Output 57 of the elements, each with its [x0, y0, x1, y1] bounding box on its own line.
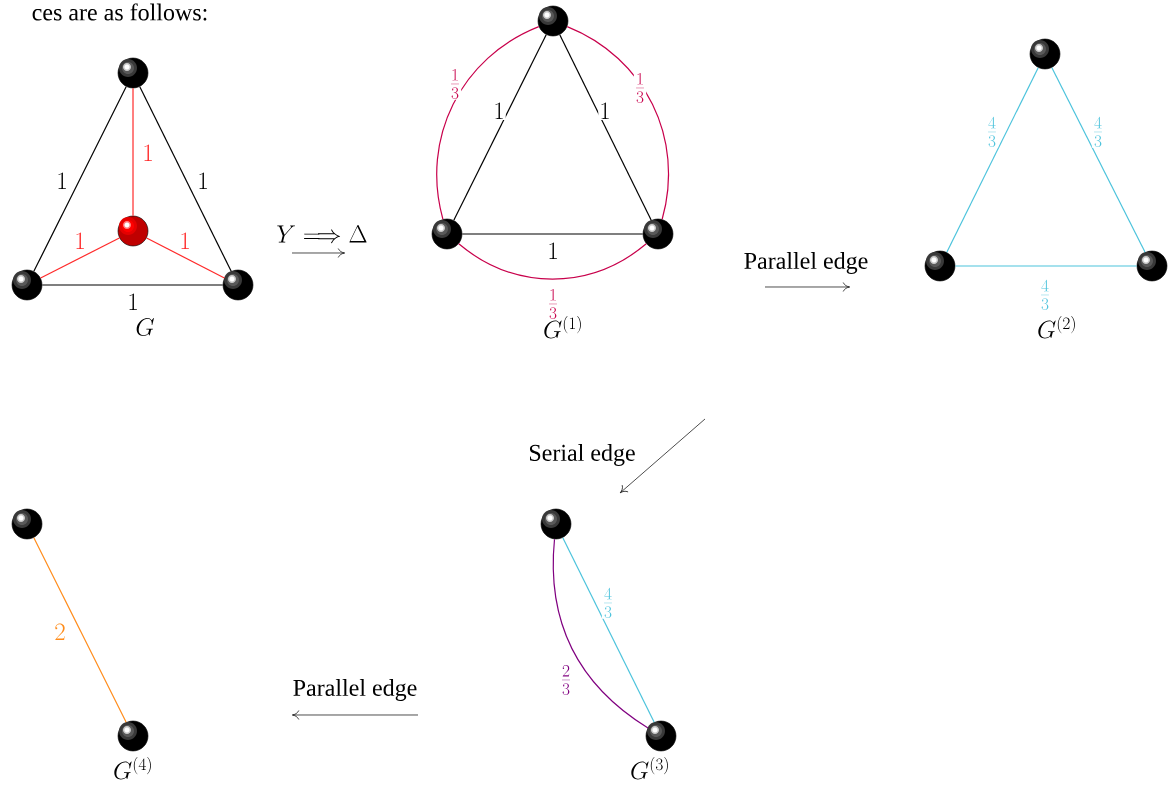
edge-label: $1$: [141, 144, 155, 162]
edge-label: $1$: [546, 242, 560, 260]
edge-line: [458, 243, 647, 280]
graph-name: $G^{(2)}$: [1038, 316, 1075, 339]
edge-line: [954, 265, 1138, 267]
edge-label: $1$: [196, 172, 210, 190]
graph-name: $G^{(3)}$: [631, 757, 668, 780]
edge-label: $1$: [126, 293, 140, 311]
sphere-node: [1136, 250, 1168, 282]
edge-label: $1$: [55, 172, 69, 190]
graph-name: $G$: [136, 318, 154, 336]
edge-label: $\frac{4}{3}$: [1038, 279, 1052, 311]
edge-label: $\frac{2}{3}$: [559, 664, 573, 696]
edge-label: $2$: [53, 623, 67, 641]
graph-name: $Y \Longrightarrow \Delta$: [277, 224, 367, 244]
caption-text: Parallel edge: [744, 252, 868, 274]
edge-line: [461, 233, 644, 235]
edge-line: [436, 26, 540, 220]
edge-label: $1$: [492, 102, 506, 120]
edge-line: [146, 237, 225, 279]
edge-line: [139, 86, 232, 272]
sphere-node: [540, 508, 572, 540]
sphere-node: [537, 5, 569, 37]
edge-label: $\frac{1}{3}$: [448, 68, 462, 100]
sphere-node: [642, 218, 674, 250]
caption-text: Parallel edge: [293, 679, 417, 701]
edge-label: $\frac{4}{3}$: [601, 587, 615, 619]
sphere-node: [11, 269, 43, 301]
sphere-node: [117, 215, 149, 247]
edge-line: [132, 87, 134, 217]
sphere-node: [924, 250, 956, 282]
edge-line: [559, 34, 652, 221]
edge-label: $\frac{4}{3}$: [985, 116, 999, 148]
edge-label: $1$: [73, 232, 87, 250]
sphere-node: [117, 57, 149, 89]
edge-line: [946, 67, 1039, 253]
edge-line: [453, 34, 547, 221]
caption-text: Serial edge: [529, 444, 635, 466]
edge-line: [1051, 67, 1146, 253]
sphere-node: [431, 218, 463, 250]
edge-line: [40, 237, 120, 279]
edge-line: [566, 26, 670, 220]
edge-line: [33, 537, 127, 723]
caption-text: ces are as follows:: [32, 3, 207, 21]
edge-line: [33, 86, 127, 272]
sphere-node: [222, 269, 254, 301]
edge-label: $1$: [598, 102, 612, 120]
sphere-node: [1029, 38, 1061, 70]
sphere-node: [645, 720, 677, 752]
edge-label: $1$: [178, 232, 192, 250]
edge-line: [552, 538, 649, 729]
edge-line: [562, 537, 655, 723]
sphere-node: [117, 720, 149, 752]
sphere-node: [11, 508, 43, 540]
edge-label: $\frac{4}{3}$: [1091, 116, 1105, 148]
edge-line: [41, 284, 224, 286]
edge-label: $\frac{1}{3}$: [633, 72, 647, 104]
